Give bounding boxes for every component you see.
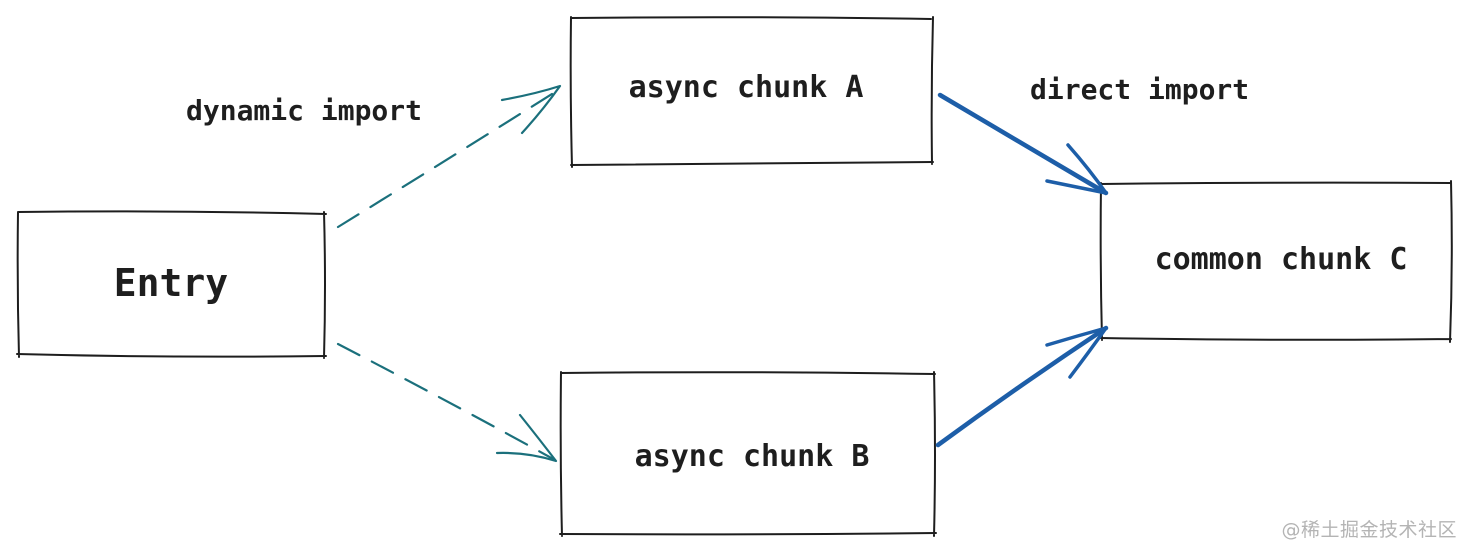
direct-import-arrow-a: [937, 92, 1109, 196]
async-chunk-a-label: async chunk A: [629, 70, 864, 105]
watermark-text: @稀土掘金技术社区: [1281, 519, 1457, 541]
direct-import-label: direct import: [1030, 73, 1249, 106]
async-chunk-a-node: async chunk A: [569, 16, 934, 168]
common-chunk-c-node: common chunk C: [1099, 180, 1453, 343]
direct-import-arrow-b: [935, 325, 1109, 448]
async-chunk-b-label: async chunk B: [635, 439, 870, 474]
entry-node: Entry: [16, 210, 327, 359]
common-chunk-c-label: common chunk C: [1155, 242, 1408, 277]
dynamic-import-arrow-a: [336, 84, 562, 229]
entry-label: Entry: [114, 261, 228, 305]
dynamic-import-label: dynamic import: [186, 94, 422, 127]
async-chunk-b-node: async chunk B: [559, 371, 937, 537]
dynamic-import-arrow-b: [336, 342, 558, 463]
